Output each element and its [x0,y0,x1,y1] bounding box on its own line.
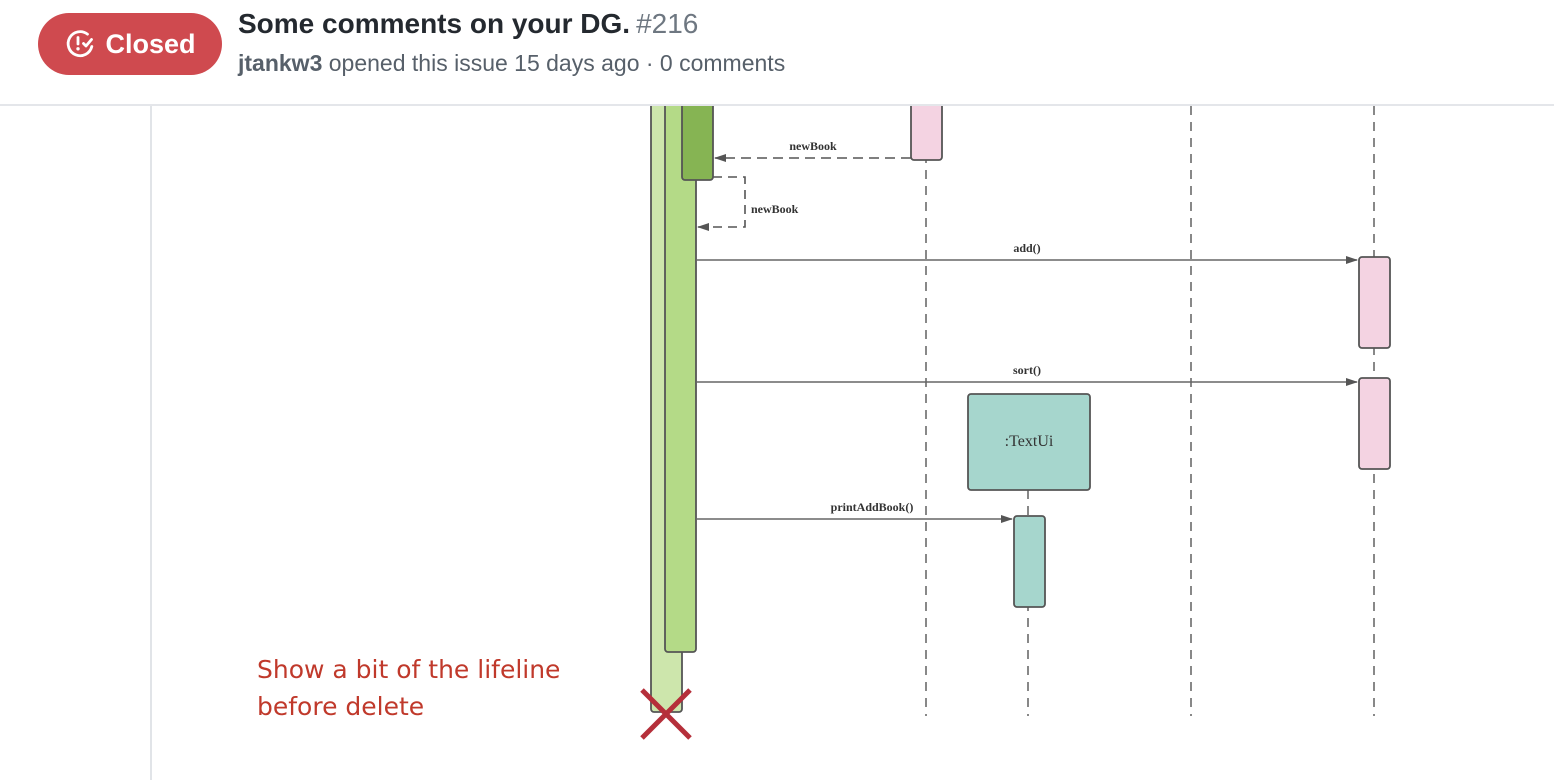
pink-activation-top [910,106,943,161]
newbook-self-arrow [697,176,746,231]
pink-activation-sort [1358,377,1391,470]
status-label: Closed [105,28,196,59]
nested-activation-bar [681,106,714,181]
issue-title[interactable]: Some comments on your DG. [238,8,631,39]
activation-bar [664,106,697,653]
review-annotation-line1: Show a bit of the lifeline [257,655,560,684]
issue-meta-text: opened this issue 15 days ago · 0 commen… [328,50,786,76]
issue-body: :TextUi newBook newBook add() sort() pri… [0,106,1554,780]
issue-header: Closed Some comments on your DG.#216 jta… [0,0,1554,106]
status-badge[interactable]: Closed [38,13,222,75]
textui-object-label: :TextUi [1005,433,1054,450]
issue-title-row: Some comments on your DG.#216 [238,8,698,40]
issue-number: #216 [636,8,699,39]
textui-object-box [967,393,1091,491]
timeline-rule [150,106,152,780]
author-link[interactable]: jtankw3 [238,50,323,76]
newbook-return-label: newBook [789,139,837,153]
pink-activation-add [1358,256,1391,349]
sequence-diagram-image: :TextUi newBook newBook add() sort() pri… [257,106,1391,740]
teal-activation [1013,515,1046,608]
issue-meta: jtankw3 opened this issue 15 days ago · … [238,50,785,77]
issue-closed-icon [64,28,96,60]
printaddbook-message-label: printAddBook() [831,500,914,514]
newbook-self-label: newBook [751,202,799,216]
review-annotation-line2: before delete [257,692,424,721]
add-message-label: add() [1013,241,1040,255]
sort-message-label: sort() [1013,363,1041,377]
destroy-x-icon [640,688,692,740]
